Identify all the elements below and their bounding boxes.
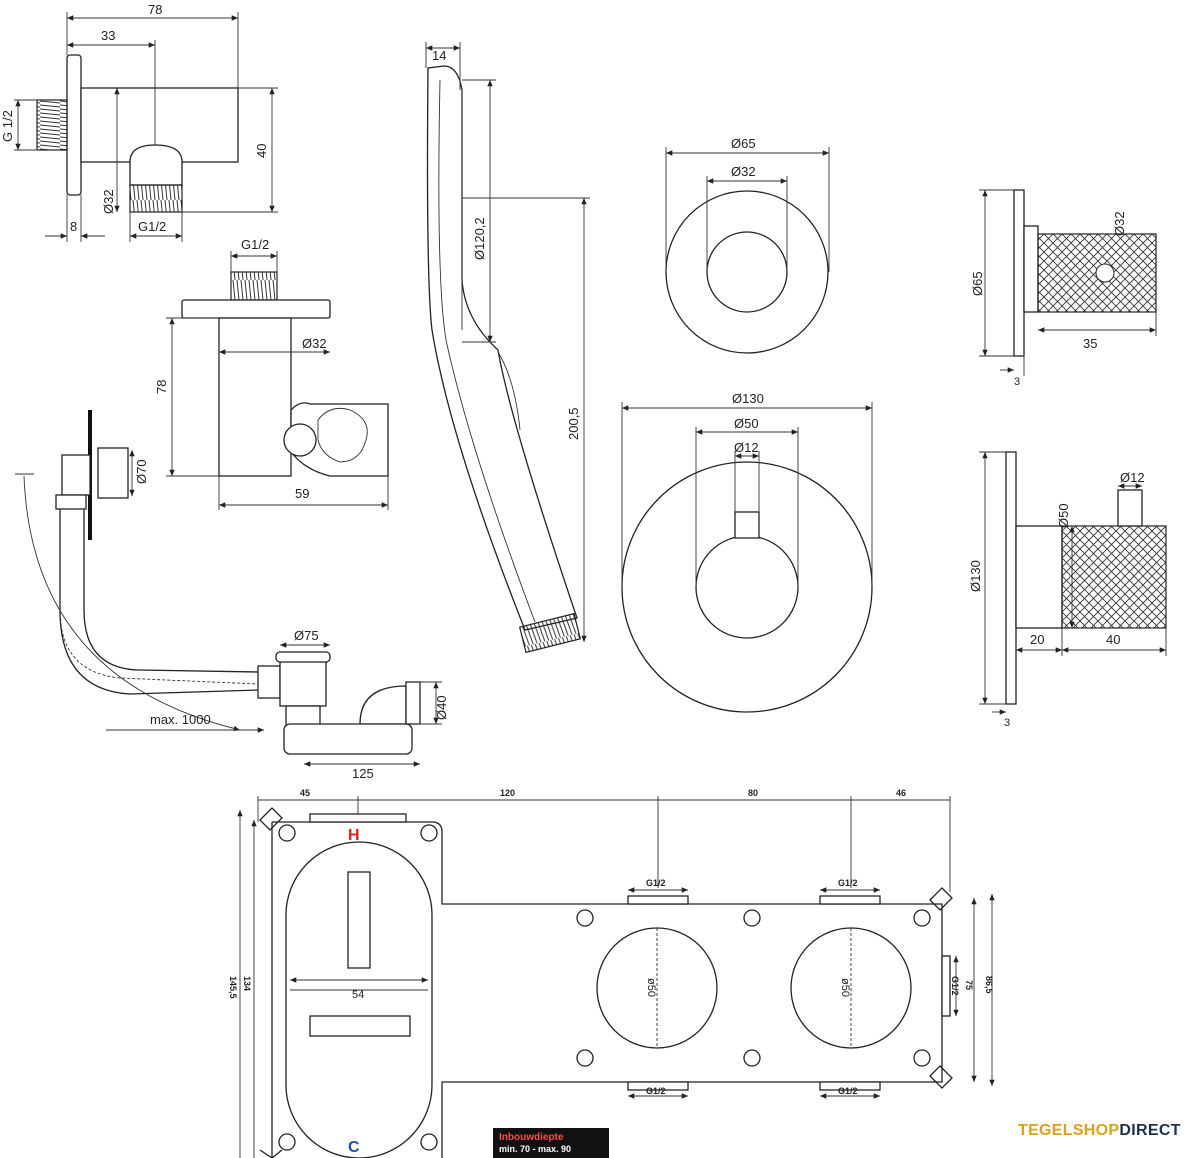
waste-dim-length: max. 1000 bbox=[150, 712, 211, 727]
port-label-bottom-1: G1/2 bbox=[646, 1086, 666, 1096]
shower-dim-width: 14 bbox=[432, 48, 446, 63]
install-depth-box: Inbouwdiepte min. 70 - max. 90 bbox=[493, 1128, 609, 1158]
small-rosette-side-depth: 35 bbox=[1083, 336, 1097, 351]
large-rosette-side-knob: Ø50 bbox=[1056, 503, 1071, 528]
body-dim-80: 80 bbox=[748, 788, 758, 798]
wall-elbow-drawing: 78 33 G 1/2 40 Ø32 G1/2 8 bbox=[0, 2, 278, 242]
waste-dim-drain: Ø75 bbox=[294, 628, 319, 643]
waste-dim-outlet: Ø40 bbox=[434, 695, 449, 720]
body-dim-86: 86,5 bbox=[984, 976, 994, 994]
brand-logo-part1: TEGELSHOP bbox=[1018, 1122, 1120, 1139]
brand-logo: TEGELSHOPDIRECT bbox=[1018, 1122, 1181, 1140]
small-rosette-side-knob: Ø32 bbox=[1112, 211, 1127, 236]
brand-logo-part2: DIRECT bbox=[1119, 1122, 1181, 1139]
holder-dim-depth: 59 bbox=[295, 486, 309, 501]
large-rosette-side-outer: Ø130 bbox=[968, 560, 983, 592]
body-dim-height-outer: 145,5 bbox=[228, 976, 238, 999]
port-label-top-2: G1/2 bbox=[838, 878, 858, 888]
waste-dim-trap: 125 bbox=[352, 766, 374, 781]
body-dim-75: 75 bbox=[964, 980, 974, 990]
holder-dim-thread: G1/2 bbox=[241, 237, 269, 252]
holder-dim-height: 78 bbox=[154, 380, 169, 394]
shower-holder-drawing: G1/2 Ø32 78 59 bbox=[154, 237, 389, 510]
hot-label: H bbox=[348, 827, 360, 844]
elbow-dim-total: 78 bbox=[148, 2, 162, 17]
cold-label: C bbox=[348, 1139, 360, 1156]
hand-shower-drawing: 14 Ø120,2 200,5 bbox=[425, 42, 590, 654]
elbow-dim-flange: 8 bbox=[70, 219, 77, 234]
body-dim-45: 45 bbox=[300, 788, 310, 798]
port-label-bottom-2: G1/2 bbox=[838, 1086, 858, 1096]
large-rosette-side-plate: 3 bbox=[1004, 717, 1010, 729]
install-depth-range: min. 70 - max. 90 bbox=[499, 1144, 572, 1154]
small-rosette-front: Ø65 Ø32 bbox=[665, 136, 830, 354]
elbow-dim-diam: Ø32 bbox=[101, 189, 116, 214]
large-rosette-front: Ø130 Ø50 Ø12 bbox=[621, 391, 873, 713]
elbow-dim-thread: G 1/2 bbox=[0, 110, 15, 142]
large-rosette-mid: Ø50 bbox=[734, 416, 759, 431]
port-label-side: G1/2 bbox=[950, 976, 960, 996]
elbow-dim-height: 40 bbox=[254, 144, 269, 158]
large-rosette-side-d1: 20 bbox=[1030, 632, 1044, 647]
large-rosette-side-d2: 40 bbox=[1106, 632, 1120, 647]
large-rosette-inner: Ø12 bbox=[734, 440, 759, 455]
small-rosette-outer: Ø65 bbox=[731, 136, 756, 151]
small-rosette-side-plate: 3 bbox=[1014, 376, 1020, 388]
install-depth-title: Inbouwdiepte bbox=[499, 1132, 564, 1143]
small-rosette-side: Ø65 Ø32 35 3 bbox=[970, 189, 1157, 388]
circle-label-1: ø50 bbox=[645, 978, 657, 997]
elbow-dim-outlet: G1/2 bbox=[138, 219, 166, 234]
port-label-top-1: G1/2 bbox=[646, 878, 666, 888]
large-rosette-side-stem: Ø12 bbox=[1120, 470, 1145, 485]
bath-waste-drawing: Ø70 Ø75 Ø40 max. 1000 125 bbox=[15, 410, 449, 781]
small-rosette-side-outer: Ø65 bbox=[970, 271, 985, 296]
holder-dim-diam: Ø32 bbox=[302, 336, 327, 351]
circle-label-2: ø50 bbox=[839, 978, 851, 997]
waste-dim-valve: Ø70 bbox=[134, 459, 149, 484]
shower-dim-length: 200,5 bbox=[566, 407, 581, 440]
shower-dim-head: Ø120,2 bbox=[472, 217, 487, 260]
body-dim-46: 46 bbox=[896, 788, 906, 798]
body-dim-height-inner: 134 bbox=[242, 976, 252, 991]
elbow-dim-offset: 33 bbox=[101, 28, 115, 43]
concealed-body-drawing: 45 120 80 46 H C G1/2 G1/2 G1/2 G1/2 G1/… bbox=[228, 788, 995, 1158]
large-rosette-outer: Ø130 bbox=[732, 391, 764, 406]
body-dim-inner-width: 54 bbox=[352, 989, 364, 1001]
large-rosette-side: Ø130 Ø50 Ø12 20 40 3 bbox=[968, 451, 1167, 729]
body-dim-120: 120 bbox=[500, 788, 515, 798]
small-rosette-inner: Ø32 bbox=[731, 164, 756, 179]
